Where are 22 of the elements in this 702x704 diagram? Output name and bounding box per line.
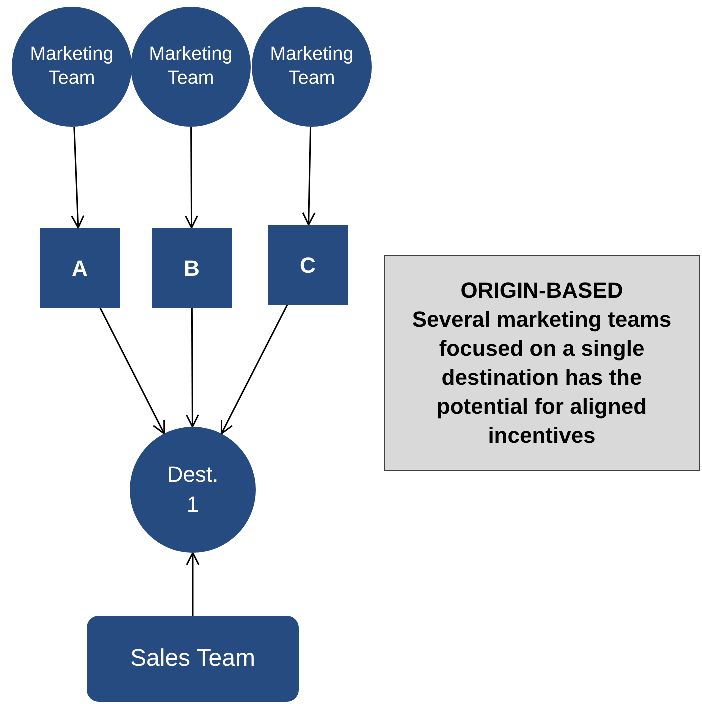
node-label: Marketing Team <box>148 43 234 91</box>
channel-box <box>40 228 120 308</box>
arrow <box>100 308 166 435</box>
arrow <box>186 552 200 616</box>
sales-team-box <box>87 616 299 702</box>
node-label: B <box>184 254 200 282</box>
arrow <box>302 126 316 226</box>
node-label: A <box>72 254 88 282</box>
arrow <box>220 304 288 435</box>
node-label: Marketing Team <box>29 43 115 91</box>
node-label: Dest. 1 <box>166 461 220 519</box>
node-label: Marketing Team <box>269 43 355 91</box>
note-text: Several marketing teams focused on a single destination has the potential for aligned incentives <box>411 306 673 450</box>
arrow <box>186 308 200 428</box>
arrow <box>185 127 198 229</box>
arrow <box>71 126 85 229</box>
note-heading: ORIGIN-BASED <box>460 277 624 305</box>
node-label: C <box>300 252 316 280</box>
channel-box <box>152 228 232 308</box>
note-box <box>384 255 700 471</box>
node-label: Sales Team <box>130 644 256 674</box>
channel-box <box>268 225 348 305</box>
